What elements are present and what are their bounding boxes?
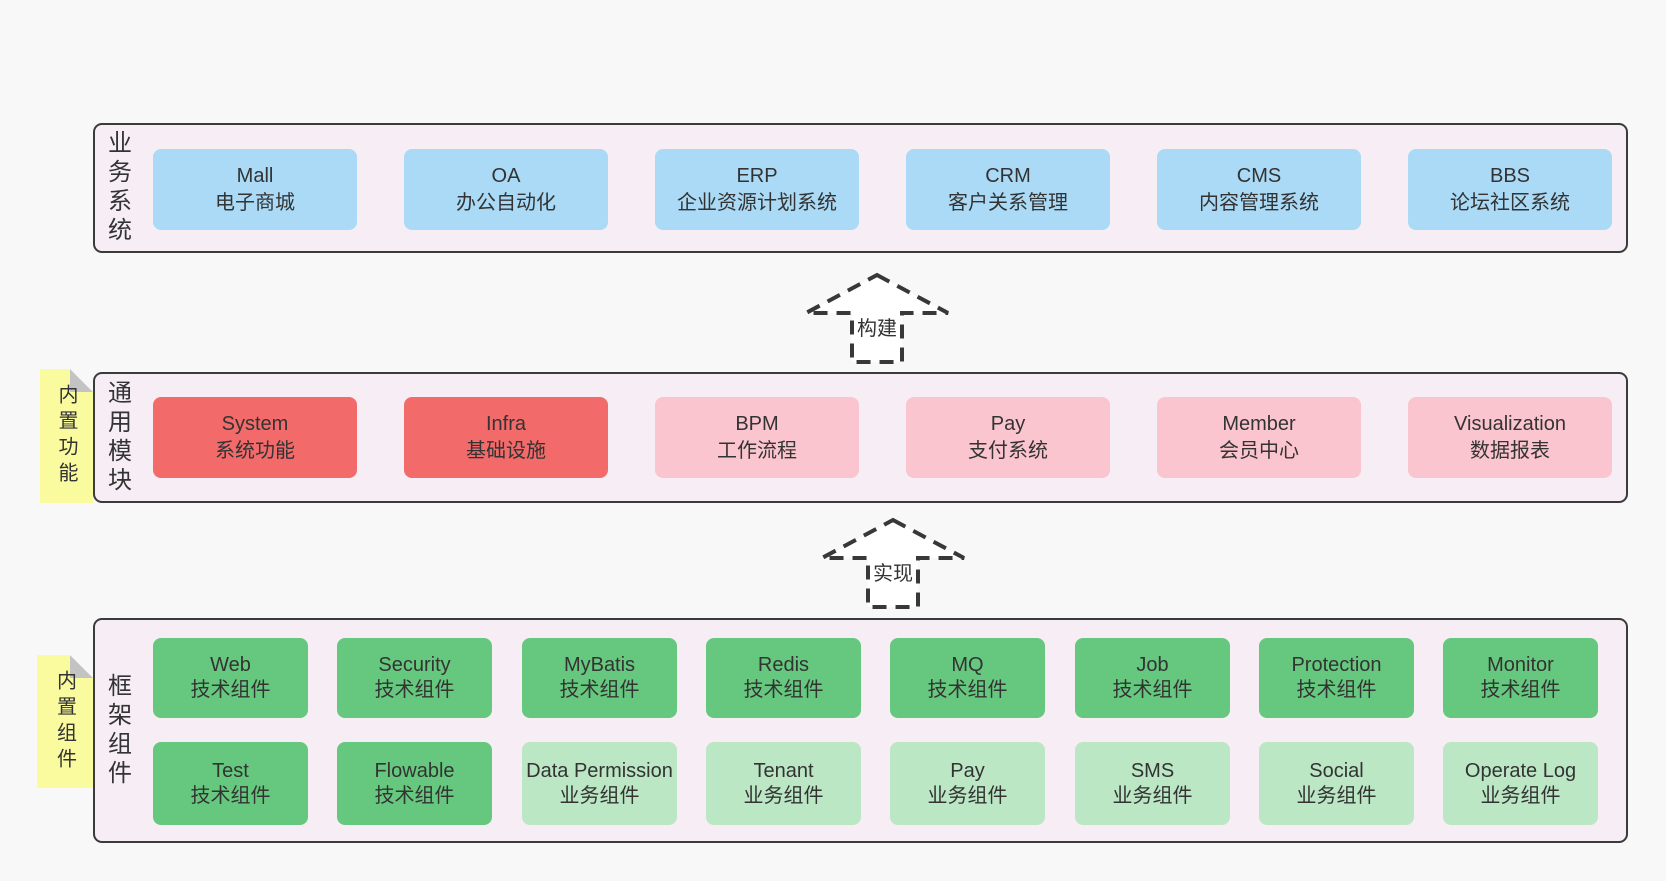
box-title: Flowable bbox=[374, 759, 455, 782]
box-visualization: Visualization 数据报表 bbox=[1408, 397, 1612, 478]
box-data-permission: Data Permission 业务组件 bbox=[522, 742, 677, 825]
layer-label: 框架组件 bbox=[103, 672, 131, 789]
sticky-tab-built-in-features: 内置功能 bbox=[40, 369, 93, 503]
box-subtitle: 办公自动化 bbox=[456, 191, 556, 214]
box-subtitle: 数据报表 bbox=[1470, 439, 1550, 462]
box-subtitle: 技术组件 bbox=[190, 679, 271, 701]
box-subtitle: 系统功能 bbox=[215, 439, 295, 462]
box-subtitle: 内容管理系统 bbox=[1199, 191, 1319, 214]
box-oa: OA 办公自动化 bbox=[404, 149, 608, 230]
box-test: Test 技术组件 bbox=[153, 742, 308, 825]
arrow-label: 实现 bbox=[870, 557, 916, 586]
arrow-label: 构建 bbox=[854, 312, 900, 341]
box-title: Visualization bbox=[1454, 412, 1566, 435]
box-title: MyBatis bbox=[563, 654, 636, 676]
box-title: Redis bbox=[757, 654, 810, 676]
box-job: Job 技术组件 bbox=[1075, 638, 1230, 718]
box-title: MQ bbox=[951, 654, 984, 676]
box-infra: Infra 基础设施 bbox=[404, 397, 608, 478]
box-redis: Redis 技术组件 bbox=[706, 638, 861, 718]
sticky-tab-label: 内置功能 bbox=[55, 384, 77, 488]
box-subtitle: 业务组件 bbox=[559, 784, 640, 807]
box-title: Monitor bbox=[1487, 654, 1554, 676]
box-subtitle: 电子商城 bbox=[215, 191, 295, 214]
box-mq: MQ 技术组件 bbox=[890, 638, 1045, 718]
box-title: Pay bbox=[950, 759, 985, 782]
box-subtitle: 技术组件 bbox=[559, 679, 640, 701]
box-bbs: BBS 论坛社区系统 bbox=[1408, 149, 1612, 230]
layer-framework-components: 框架组件 Web 技术组件 Security 技术组件 MyBatis 技术组件… bbox=[93, 618, 1628, 843]
sticky-tab-built-in-components: 内置组件 bbox=[37, 655, 93, 788]
box-title: SMS bbox=[1130, 759, 1175, 782]
box-protection: Protection 技术组件 bbox=[1259, 638, 1414, 718]
box-subtitle: 技术组件 bbox=[374, 679, 455, 701]
box-subtitle: 技术组件 bbox=[1480, 679, 1561, 701]
box-subtitle: 业务组件 bbox=[1112, 784, 1193, 807]
box-subtitle: 技术组件 bbox=[1296, 679, 1377, 701]
box-operate-log: Operate Log 业务组件 bbox=[1443, 742, 1598, 825]
box-title: ERP bbox=[736, 164, 778, 187]
box-title: BBS bbox=[1489, 164, 1531, 187]
box-subtitle: 业务组件 bbox=[743, 784, 824, 807]
box-title: Mall bbox=[236, 164, 274, 187]
box-tenant: Tenant 业务组件 bbox=[706, 742, 861, 825]
box-title: Social bbox=[1309, 759, 1364, 782]
box-subtitle: 业务组件 bbox=[1296, 784, 1377, 807]
box-title: Test bbox=[212, 759, 249, 782]
box-subtitle: 技术组件 bbox=[1112, 679, 1193, 701]
box-title: Infra bbox=[485, 412, 527, 435]
box-mall: Mall 电子商城 bbox=[153, 149, 357, 230]
box-cms: CMS 内容管理系统 bbox=[1157, 149, 1361, 230]
box-title: BPM bbox=[735, 412, 779, 435]
box-subtitle: 会员中心 bbox=[1219, 439, 1299, 462]
box-subtitle: 论坛社区系统 bbox=[1450, 191, 1570, 214]
box-monitor: Monitor 技术组件 bbox=[1443, 638, 1598, 718]
box-subtitle: 技术组件 bbox=[190, 784, 271, 807]
box-subtitle: 业务组件 bbox=[1480, 784, 1561, 807]
layer-label: 业务系统 bbox=[103, 130, 131, 246]
box-subtitle: 客户关系管理 bbox=[948, 191, 1068, 214]
box-subtitle: 支付系统 bbox=[968, 439, 1048, 462]
box-subtitle: 业务组件 bbox=[927, 784, 1008, 807]
box-title: CRM bbox=[985, 164, 1031, 187]
box-pay-component: Pay 业务组件 bbox=[890, 742, 1045, 825]
box-subtitle: 技术组件 bbox=[374, 784, 455, 807]
box-title: Protection bbox=[1291, 654, 1382, 676]
box-security: Security 技术组件 bbox=[337, 638, 492, 718]
box-sms: SMS 业务组件 bbox=[1075, 742, 1230, 825]
box-title: Job bbox=[1136, 654, 1169, 676]
box-title: Member bbox=[1222, 412, 1296, 435]
box-erp: ERP 企业资源计划系统 bbox=[655, 149, 859, 230]
arrow-implement: 实现 bbox=[818, 517, 968, 610]
box-subtitle: 基础设施 bbox=[466, 439, 546, 462]
sticky-tab-label: 内置组件 bbox=[53, 669, 76, 774]
box-crm: CRM 客户关系管理 bbox=[906, 149, 1110, 230]
box-pay-module: Pay 支付系统 bbox=[906, 397, 1110, 478]
box-title: Operate Log bbox=[1464, 759, 1577, 782]
box-subtitle: 工作流程 bbox=[717, 439, 797, 462]
layer-label: 通用模块 bbox=[103, 379, 131, 496]
box-system: System 系统功能 bbox=[153, 397, 357, 478]
box-title: Web bbox=[210, 654, 251, 676]
box-subtitle: 技术组件 bbox=[743, 679, 824, 701]
box-bpm: BPM 工作流程 bbox=[655, 397, 859, 478]
layer-common-modules: 通用模块 System 系统功能 Infra 基础设施 BPM 工作流程 Pay… bbox=[93, 372, 1628, 503]
box-title: OA bbox=[491, 164, 521, 187]
box-social: Social 业务组件 bbox=[1259, 742, 1414, 825]
box-subtitle: 企业资源计划系统 bbox=[677, 191, 837, 214]
box-flowable: Flowable 技术组件 bbox=[337, 742, 492, 825]
arrow-build: 构建 bbox=[802, 272, 952, 365]
box-subtitle: 技术组件 bbox=[927, 679, 1008, 701]
box-title: Pay bbox=[990, 412, 1026, 435]
box-title: Data Permission bbox=[526, 759, 673, 782]
box-member: Member 会员中心 bbox=[1157, 397, 1361, 478]
box-title: CMS bbox=[1236, 164, 1282, 187]
layer-business-systems: 业务系统 Mall 电子商城 OA 办公自动化 ERP 企业资源计划系统 CRM… bbox=[93, 123, 1628, 253]
box-title: Security bbox=[378, 654, 451, 676]
box-mybatis: MyBatis 技术组件 bbox=[522, 638, 677, 718]
box-web: Web 技术组件 bbox=[153, 638, 308, 718]
box-title: System bbox=[221, 412, 289, 435]
box-title: Tenant bbox=[753, 759, 814, 782]
